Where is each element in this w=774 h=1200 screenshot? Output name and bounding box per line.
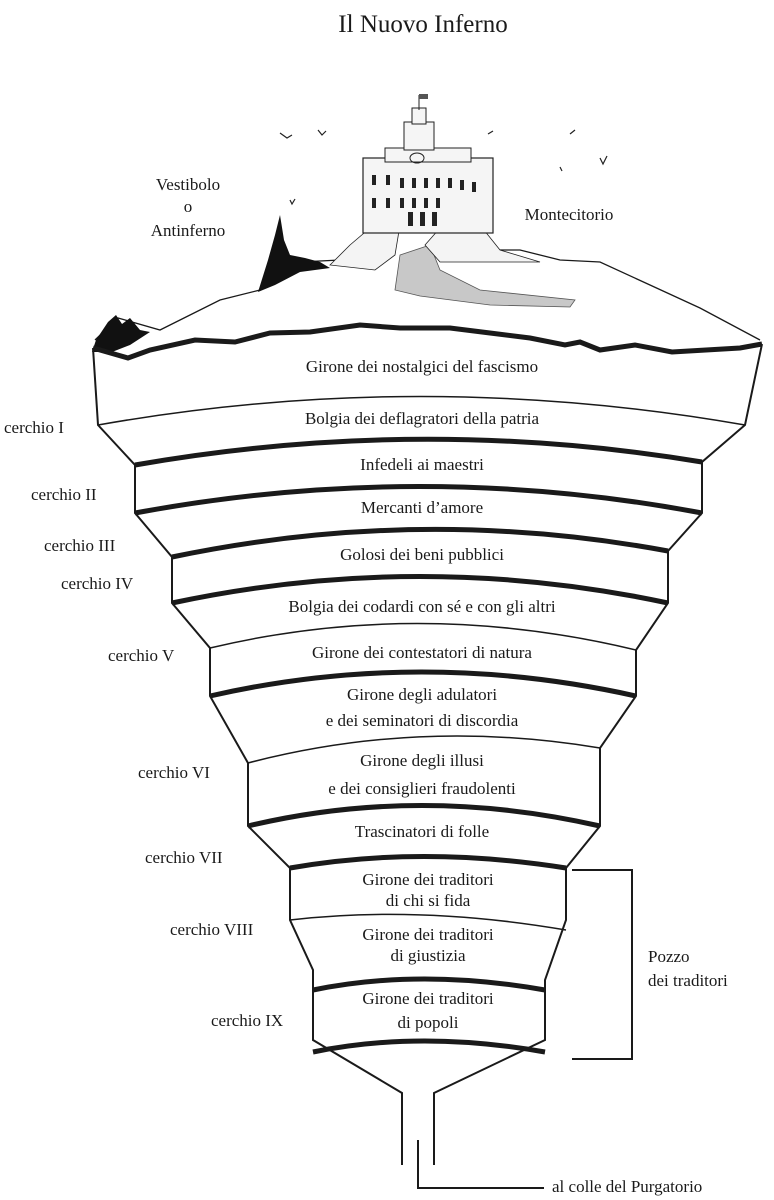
landscape-illustration [92,94,761,352]
circle-label-6: cerchio VI [138,763,210,782]
band-11-line-1: Girone dei traditori [362,870,494,889]
divider-4 [171,526,669,560]
divider-5 [171,574,669,606]
divider-7 [209,669,637,699]
exit-label: al colle del Purgatorio [552,1177,702,1196]
circle-label-9: cerchio IX [211,1011,283,1030]
pozzo-label-line-1: Pozzo [648,947,690,966]
palace-montecitorio [362,94,494,234]
rim-top [92,322,763,361]
band-12-line-1: Girone dei traditori [362,925,494,944]
wall-right [433,343,763,1165]
dark-peak [258,215,330,292]
band-13-line-2: di popoli [398,1013,459,1032]
montecitorio-label: Montecitorio [525,205,614,224]
band-11-line-2: di chi si fida [386,891,471,910]
funnel [92,322,763,1189]
birds [279,129,608,206]
circle-label-3: cerchio III [44,536,116,555]
road-to-palace [394,244,576,308]
band-9-line-2: e dei consiglieri fraudolenti [328,779,516,798]
vestibolo-label-line-3: Antinferno [151,221,226,240]
divider-10 [289,854,567,871]
dark-rocks [92,315,150,352]
divider-2 [134,436,703,468]
divider-1 [97,395,746,426]
band-1: Girone dei nostalgici del fascismo [306,357,538,376]
band-5: Golosi dei beni pubblici [340,545,504,564]
divider-12 [312,976,546,993]
circle-labels: cerchio I cerchio II cerchio III cerchio… [4,418,283,1030]
band-3: Infedeli ai maestri [360,455,484,474]
divider-6 [209,622,637,651]
band-8-line-1: Girone degli adulatori [347,685,497,704]
vestibolo-label-line-2: o [184,197,193,216]
divider-9 [247,803,601,829]
band-labels: Girone dei nostalgici del fascismo Bolgi… [288,357,555,1032]
pozzo-bracket [572,869,633,1060]
circle-label-7: cerchio VII [145,848,223,867]
circle-label-1: cerchio I [4,418,64,437]
circle-label-8: cerchio VIII [170,920,254,939]
band-9-line-1: Girone degli illusi [360,751,484,770]
circle-label-5: cerchio V [108,646,175,665]
circle-label-2: cerchio II [31,485,97,504]
band-12-line-2: di giustizia [390,946,466,965]
diagram-title: Il Nuovo Inferno [338,11,507,38]
wall-left [92,347,403,1165]
band-13-line-1: Girone dei traditori [362,989,494,1008]
band-8-line-2: e dei seminatori di discordia [326,711,519,730]
divider-3 [134,484,703,516]
band-6: Bolgia dei codardi con sé e con gli altr… [288,597,555,616]
band-7: Girone dei contestatori di natura [312,643,532,662]
pozzo-label-line-2: dei traditori [648,971,728,990]
band-10: Trascinatori di folle [355,822,489,841]
divider-8 [247,735,601,764]
divider-13 [312,1038,546,1055]
band-2: Bolgia dei deflagratori della patria [305,409,540,428]
vestibolo-label-line-1: Vestibolo [156,175,220,194]
divider-11 [289,913,567,931]
exit-path [417,1140,544,1189]
circle-label-4: cerchio IV [61,574,134,593]
band-4: Mercanti d’amore [361,498,483,517]
